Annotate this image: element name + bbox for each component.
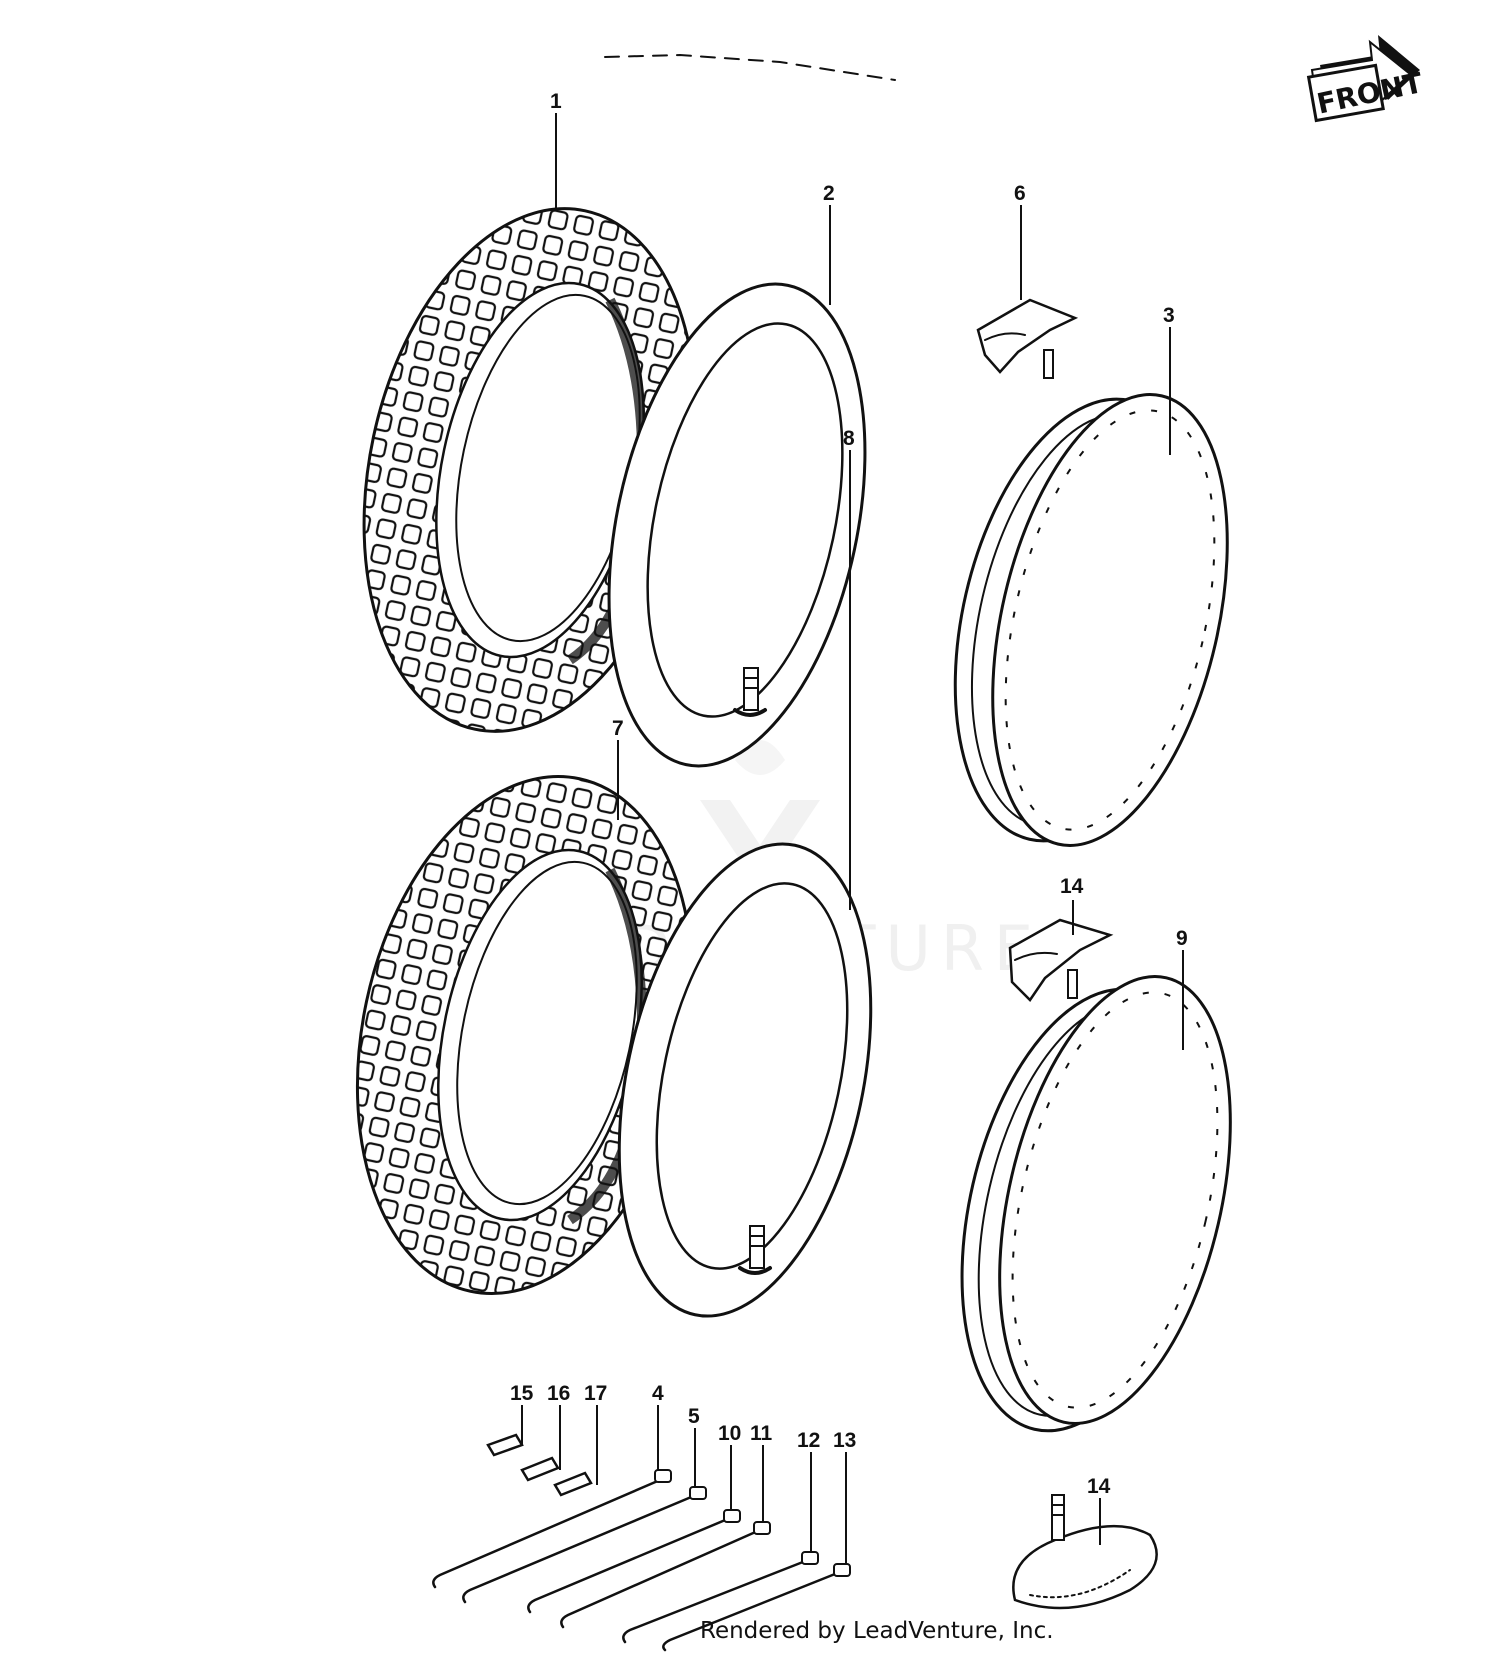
- rim-rear-icon: [960, 975, 1232, 1433]
- balancer-weight-icon: [1012, 1494, 1158, 1610]
- rim-front-icon: [953, 393, 1229, 847]
- inner-tube-front-icon: [607, 282, 867, 768]
- inner-tube-rear-icon: [617, 842, 873, 1318]
- callout-1: 1: [550, 90, 562, 113]
- callout-3: 3: [1163, 304, 1175, 327]
- callout-2: 2: [823, 182, 835, 205]
- footer-credit: Rendered by LeadVenture, Inc.: [700, 1618, 1054, 1644]
- callouts: 1 2 6 3 7 8 14 9 15 16 17 4 5 10 11 12 1…: [510, 90, 1188, 1498]
- callout-7: 7: [612, 717, 624, 740]
- callout-6: 6: [1014, 182, 1026, 205]
- rim-band-front-icon: [976, 298, 1079, 379]
- dashed-guide-line: [604, 53, 896, 81]
- callout-13: 13: [833, 1429, 856, 1452]
- valve-stem-icon: [733, 667, 767, 717]
- front-arrow-icon: FRONT: [1306, 35, 1425, 123]
- rim-band-rear-icon: [1008, 918, 1114, 1002]
- spoke-icon: [432, 1469, 851, 1652]
- callout-5: 5: [688, 1405, 700, 1428]
- callout-12: 12: [797, 1429, 820, 1452]
- callout-17: 17: [584, 1382, 607, 1405]
- callout-14-upper: 14: [1060, 875, 1084, 898]
- callout-11: 11: [750, 1422, 773, 1445]
- callout-9: 9: [1176, 927, 1188, 950]
- tire-rear-icon: [355, 775, 695, 1295]
- callout-16: 16: [547, 1382, 570, 1405]
- valve-stem-icon: [738, 1225, 772, 1275]
- leader-lines: [521, 113, 1184, 1564]
- callout-4: 4: [652, 1382, 664, 1405]
- callout-14-lower: 14: [1087, 1475, 1111, 1498]
- callout-15: 15: [510, 1382, 534, 1405]
- nipple-icon: [486, 1433, 593, 1497]
- callout-10: 10: [718, 1422, 741, 1445]
- callout-8: 8: [843, 427, 855, 450]
